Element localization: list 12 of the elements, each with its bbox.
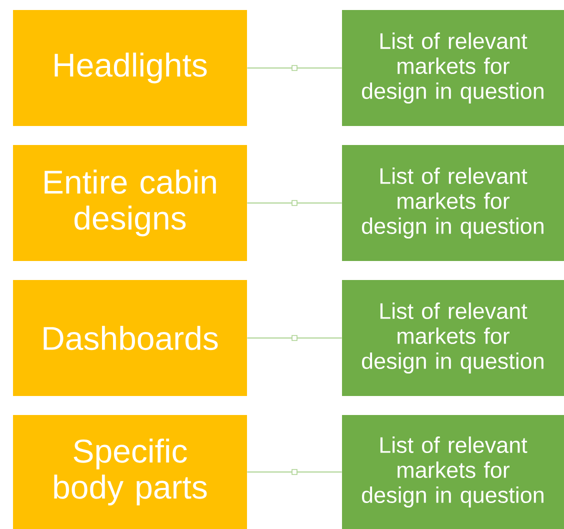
category-box: Specific body parts [13,415,247,529]
market-box: List of relevant markets for design in question [342,415,564,529]
category-box: Entire cabin designs [13,145,247,261]
connector [246,200,342,206]
category-box: Headlights [13,10,247,126]
connector [246,65,342,71]
category-box: Dashboards [13,280,247,396]
connector [246,469,342,475]
market-box: List of relevant markets for design in question [342,10,564,126]
market-box: List of relevant markets for design in question [342,145,564,261]
market-box: List of relevant markets for design in question [342,280,564,396]
connector [246,335,342,341]
